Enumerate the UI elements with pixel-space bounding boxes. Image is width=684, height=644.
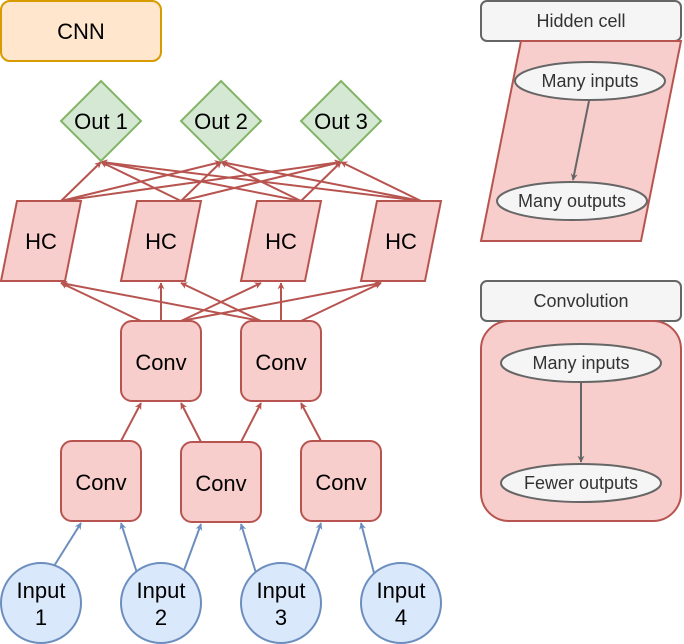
output-node[interactable]: Out 2 bbox=[179, 79, 263, 163]
edge-input-to-conv bbox=[119, 522, 138, 574]
input-label-line2: 2 bbox=[155, 605, 167, 630]
hidden-cell-shape bbox=[239, 200, 323, 282]
edge-hc-to-output bbox=[220, 159, 422, 202]
edge-input-to-conv bbox=[359, 522, 375, 574]
output-diamond bbox=[179, 79, 263, 163]
hidden-cell-label: HC bbox=[265, 229, 297, 254]
legend-convolution-to-ellipse bbox=[500, 463, 662, 503]
title-text: CNN bbox=[57, 19, 105, 44]
legend-hidden-cell-from-ellipse bbox=[514, 61, 666, 101]
edge-conv-to-hc bbox=[180, 282, 262, 322]
hidden-cell-shape bbox=[119, 200, 203, 282]
input-label-line1: Input bbox=[377, 578, 426, 603]
hidden-cell-shape bbox=[359, 200, 443, 282]
edge-conv-to-hc bbox=[60, 280, 262, 322]
output-diamond bbox=[299, 79, 383, 163]
input-circle bbox=[0, 562, 82, 644]
input-circle bbox=[120, 562, 202, 644]
input-label-line2: 4 bbox=[395, 605, 407, 630]
edge-hc-to-output bbox=[100, 161, 182, 202]
output-label: Out 2 bbox=[194, 109, 248, 134]
hidden-cell-label: HC bbox=[25, 229, 57, 254]
conv-label: Conv bbox=[195, 471, 246, 496]
edge-hc-to-output bbox=[60, 161, 102, 202]
input-circle bbox=[360, 562, 442, 644]
edge-conv-to-conv bbox=[180, 402, 202, 443]
legend-hidden-cell-to: Many outputs bbox=[518, 191, 626, 211]
input-label-line1: Input bbox=[17, 578, 66, 603]
hidden-cell-node[interactable]: HC bbox=[0, 200, 83, 282]
conv-shape bbox=[120, 320, 202, 402]
output-diamond bbox=[59, 79, 143, 163]
conv-label: Conv bbox=[75, 470, 126, 495]
input-circle bbox=[240, 562, 322, 644]
legend-hidden-cell-title: Hidden cell bbox=[536, 11, 625, 31]
legend-convolution: Convolution Many inputs Fewer outputs bbox=[480, 280, 682, 522]
conv-shape bbox=[300, 440, 382, 522]
conv-shape bbox=[180, 441, 262, 523]
edge-input-to-conv bbox=[303, 522, 323, 574]
edge-input-to-conv bbox=[239, 523, 257, 574]
input-node[interactable]: Input 4 bbox=[360, 562, 442, 644]
input-node[interactable]: Input 1 bbox=[0, 562, 82, 644]
edge-conv-to-conv bbox=[300, 402, 322, 442]
conv-node[interactable]: Conv bbox=[180, 441, 262, 523]
conv-node[interactable]: Conv bbox=[120, 320, 202, 402]
input-node[interactable]: Input 2 bbox=[120, 562, 202, 644]
conv-shape bbox=[240, 320, 322, 402]
edge-conv-to-conv bbox=[240, 402, 262, 443]
title-box: CNN bbox=[0, 0, 162, 62]
edge-hc-to-output bbox=[340, 161, 422, 202]
edge-input-to-conv bbox=[182, 523, 203, 574]
conv-label: Conv bbox=[315, 470, 366, 495]
legend-convolution-to: Fewer outputs bbox=[524, 473, 638, 493]
edge-conv-to-hc bbox=[60, 282, 142, 322]
output-label: Out 1 bbox=[74, 109, 128, 134]
conv-node[interactable]: Conv bbox=[60, 440, 142, 522]
output-node[interactable]: Out 3 bbox=[299, 79, 383, 163]
hidden-cell-node[interactable]: HC bbox=[359, 200, 443, 282]
input-label-line2: 3 bbox=[275, 605, 287, 630]
conv-node[interactable]: Conv bbox=[300, 440, 382, 522]
legend-convolution-title: Convolution bbox=[533, 291, 628, 311]
legend-convolution-from-ellipse bbox=[500, 343, 662, 383]
conv-label: Conv bbox=[135, 350, 186, 375]
conv-node[interactable]: Conv bbox=[240, 320, 322, 402]
legend-hidden-cell-arrow bbox=[570, 100, 590, 181]
input-label-line1: Input bbox=[137, 578, 186, 603]
title-box-shape bbox=[0, 0, 162, 62]
input-node[interactable]: Input 3 bbox=[240, 562, 322, 644]
edge-conv-to-hc bbox=[300, 282, 382, 322]
edge-hc-to-output bbox=[100, 159, 302, 202]
edge-hc-to-output bbox=[100, 159, 422, 202]
hidden-cell-label: HC bbox=[385, 229, 417, 254]
legend-hidden-cell: Hidden cell Many inputs Many outputs bbox=[479, 0, 683, 242]
output-node[interactable]: Out 1 bbox=[59, 79, 143, 163]
input-label-line2: 1 bbox=[35, 605, 47, 630]
legend-hidden-cell-from: Many inputs bbox=[541, 71, 638, 91]
hidden-cell-label: HC bbox=[145, 229, 177, 254]
input-label-line1: Input bbox=[257, 578, 306, 603]
output-label: Out 3 bbox=[314, 109, 368, 134]
hidden-cell-shape bbox=[0, 200, 83, 282]
legend-hidden-cell-to-ellipse bbox=[496, 181, 648, 221]
conv-shape bbox=[60, 440, 142, 522]
hidden-cell-node[interactable]: HC bbox=[239, 200, 323, 282]
conv-label: Conv bbox=[255, 350, 306, 375]
legend-convolution-from: Many inputs bbox=[532, 353, 629, 373]
edge-layer bbox=[48, 159, 422, 575]
hidden-cell-node[interactable]: HC bbox=[119, 200, 203, 282]
edge-conv-to-conv bbox=[120, 402, 142, 442]
